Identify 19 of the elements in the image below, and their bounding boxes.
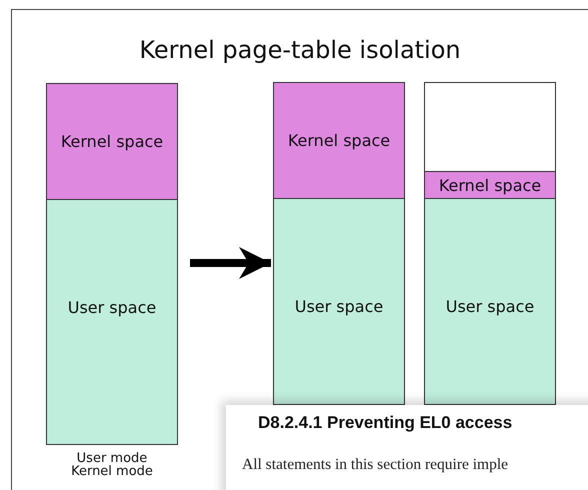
- user-space-block: [46, 199, 178, 445]
- mode-label: User mode: [76, 451, 148, 466]
- user-space-block: [424, 198, 556, 405]
- body-text: All statements in this section require imple: [242, 456, 508, 474]
- empty-block: [424, 82, 556, 172]
- kernel-space-block: [46, 83, 178, 200]
- kernel-space-block: [273, 82, 405, 199]
- block-label: Kernel space: [60, 132, 164, 151]
- kernel-space-block: [424, 171, 556, 199]
- block-label: User space: [68, 298, 156, 317]
- block-label: User space: [294, 297, 384, 316]
- mode-label: Kernel mode: [70, 464, 154, 479]
- block-label: User space: [446, 297, 534, 316]
- diagram-title: Kernel page-table isolation: [138, 36, 462, 64]
- arrow: [190, 247, 271, 279]
- block-label: Kernel space: [438, 176, 542, 194]
- section-heading: D8.2.4.1 Preventing EL0 access: [258, 413, 512, 433]
- user-space-block: [273, 198, 405, 405]
- block-label: Kernel space: [288, 131, 390, 150]
